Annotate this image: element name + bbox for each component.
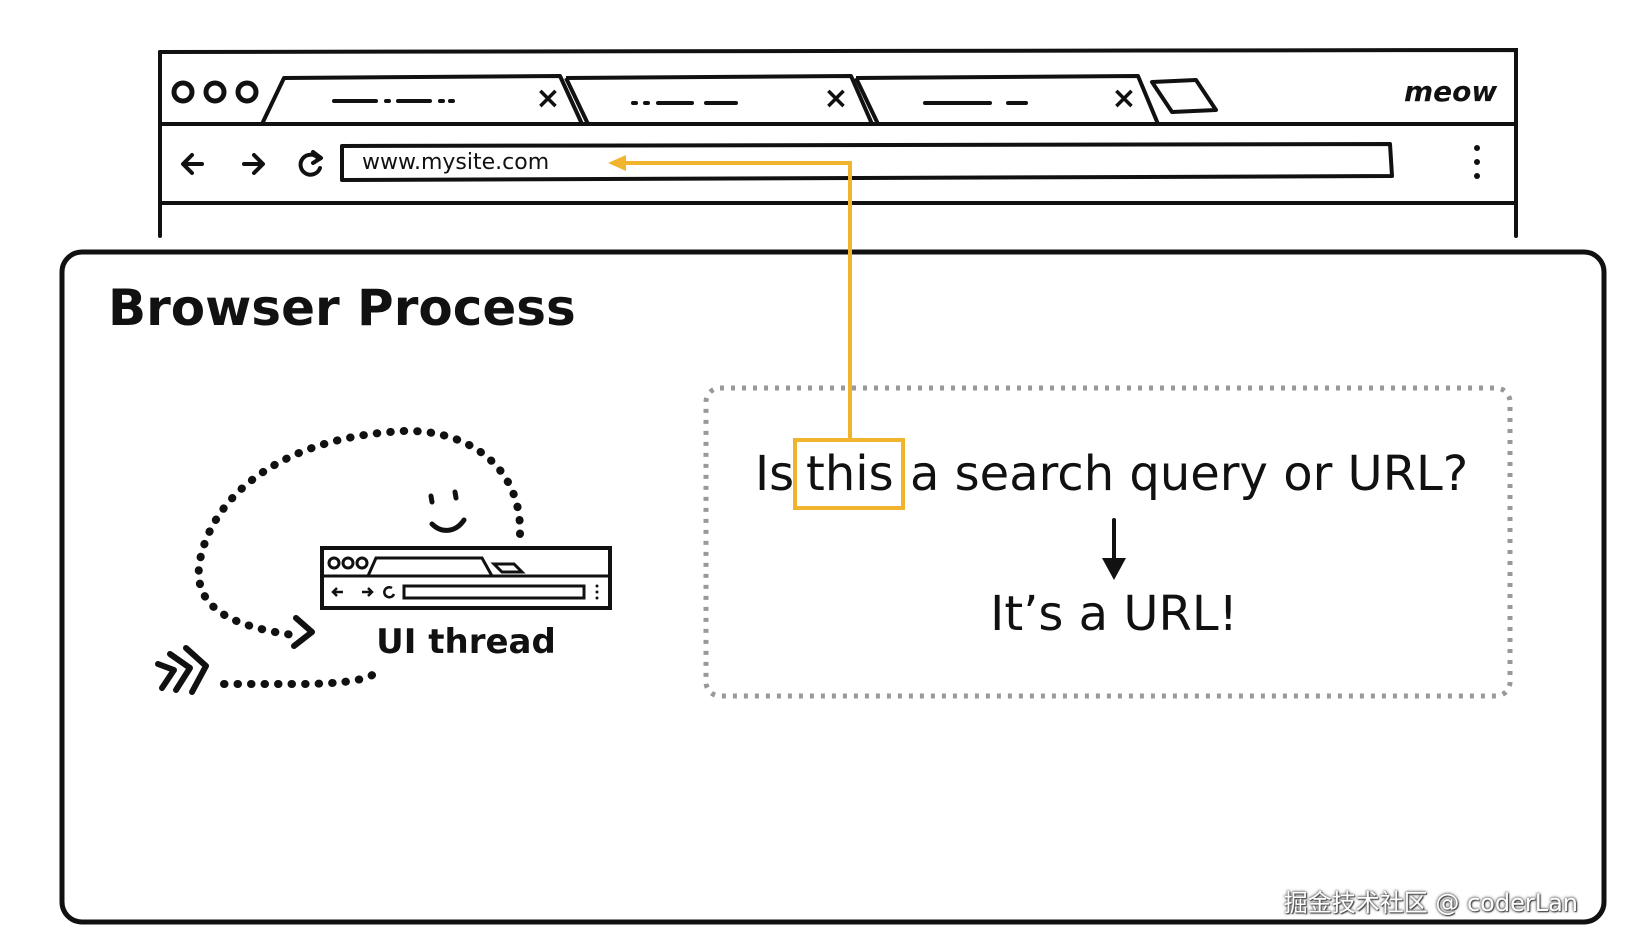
down-arrow-icon [1102,518,1126,580]
speed-chevrons-icon [155,645,209,695]
browser-process-panel: Browser Process [59,249,1607,925]
watermark: 掘金技术社区 @ coderLan [1283,889,1578,917]
question-text-highlight: this [806,446,894,502]
process-title: Browser Process [108,279,576,337]
tab-1[interactable]: × [260,74,584,125]
tab-3[interactable]: × [854,74,1160,125]
question-text-before: Is [755,446,794,502]
minimize-dot-icon[interactable] [203,80,227,104]
maximize-dot-icon[interactable] [235,80,259,104]
thread-loop-arrow-icon [291,615,315,649]
address-bar-url[interactable]: www.mysite.com [362,150,549,175]
new-tab-button[interactable] [1150,78,1218,114]
ui-thread-sketch: UI thread [155,427,612,695]
tab-1-close-icon[interactable]: × [535,81,560,116]
question-text-after: a search query or URL? [910,446,1468,502]
forward-arrow-icon[interactable] [242,153,265,175]
thread-tail-path [220,668,380,688]
mini-browser-icon [320,546,612,610]
browser-window: × × × meow [158,47,1518,238]
tab-3-close-icon[interactable]: × [1111,81,1136,116]
ui-thread-label: UI thread [376,622,556,662]
window-controls [171,80,259,104]
more-menu-icon[interactable] [1474,145,1480,179]
reload-icon[interactable] [298,150,323,177]
address-bar[interactable]: www.mysite.com [340,142,1394,182]
tab-2[interactable]: × [564,74,874,125]
window-label: meow [1404,75,1497,108]
tab-2-close-icon[interactable]: × [823,81,848,116]
close-dot-icon[interactable] [171,80,195,104]
thread-loop-path [194,427,525,640]
decision-box: Is this a search query or URL? It’s a UR… [703,385,1513,699]
smiley-face-icon [428,489,467,533]
answer-text: It’s a URL! [990,586,1238,642]
connector-arrow [608,155,852,440]
back-arrow-icon[interactable] [181,153,204,175]
